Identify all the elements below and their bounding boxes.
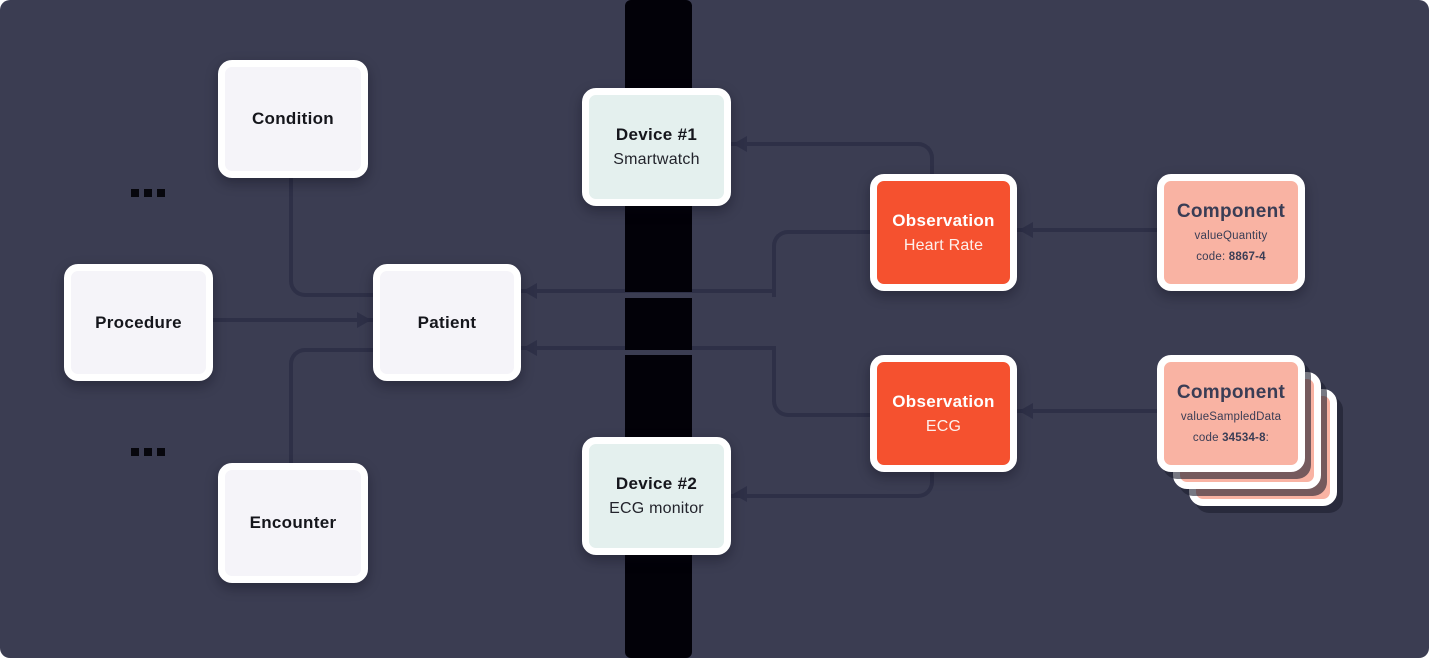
arrowhead-left-icon: [733, 136, 747, 152]
ellipsis-dot: [131, 448, 139, 456]
code-suffix: :: [1265, 431, 1270, 444]
connector-procedure-patient: [213, 318, 373, 322]
connector-observation-hr-component: [1017, 228, 1157, 232]
connector-patient-observation-ecg-elbow: [772, 348, 874, 417]
observation-ecg-title: Observation: [892, 391, 995, 411]
condition-node: Condition: [218, 60, 368, 178]
ellipsis-dot: [144, 448, 152, 456]
patient-node: Patient: [373, 264, 521, 381]
connector-patient-observation-hr-elbow: [772, 230, 874, 297]
ellipsis-dot: [157, 448, 165, 456]
condition-label: Condition: [251, 109, 334, 128]
device1-title: Device #1: [615, 125, 698, 144]
component-heart-rate-node: Component valueQuantity code: 8867-4: [1157, 174, 1305, 291]
arrowhead-left-icon: [1019, 403, 1033, 419]
observation-ecg-subtitle: ECG: [925, 417, 962, 435]
device2-node: Device #2 ECG monitor: [582, 437, 731, 555]
component-hr-value-type: valueQuantity: [1194, 229, 1268, 242]
ellipsis-icon: [131, 189, 165, 197]
arrowhead-left-icon: [523, 340, 537, 356]
patient-label: Patient: [417, 312, 477, 332]
arrowhead-left-icon: [733, 486, 747, 502]
arrowhead-right-icon: [357, 312, 371, 328]
connector-observation-ecg-component: [1017, 409, 1157, 413]
encounter-label: Encounter: [249, 513, 337, 532]
timeline-bar-segment: [625, 298, 692, 350]
encounter-node: Encounter: [218, 463, 368, 583]
device1-subtitle: Smartwatch: [613, 151, 700, 168]
observation-heart-rate-node: Observation Heart Rate: [870, 174, 1017, 291]
component-ecg-title: Component: [1176, 381, 1286, 403]
ellipsis-dot: [144, 189, 152, 197]
component-ecg-code-line: code 34534-8:: [1193, 430, 1269, 446]
device1-node: Device #1 Smartwatch: [582, 88, 731, 206]
procedure-node: Procedure: [64, 264, 213, 381]
connector-encounter-patient: [289, 348, 377, 467]
ellipsis-dot: [131, 189, 139, 197]
connector-condition-patient: [289, 178, 377, 297]
code-value: 8867-4: [1228, 250, 1266, 263]
observation-hr-title: Observation: [892, 210, 995, 230]
observation-hr-subtitle: Heart Rate: [903, 236, 984, 254]
observation-ecg-node: Observation ECG: [870, 355, 1017, 472]
code-prefix: code:: [1196, 250, 1229, 263]
procedure-label: Procedure: [95, 312, 182, 332]
device2-subtitle: ECG monitor: [609, 500, 704, 517]
connector-device1-observation-hr: [731, 142, 934, 178]
connector-device2-observation-ecg: [731, 472, 934, 498]
component-ecg-node: Component valueSampledData code 34534-8:: [1157, 355, 1305, 472]
component-ecg-value-type: valueSampledData: [1180, 410, 1282, 423]
ellipsis-dot: [157, 189, 165, 197]
component-hr-code-line: code: 8867-4: [1196, 249, 1266, 265]
device2-title: Device #2: [615, 474, 698, 493]
ellipsis-icon: [131, 448, 165, 456]
code-value: 34534-8: [1222, 431, 1266, 444]
arrowhead-left-icon: [523, 283, 537, 299]
arrowhead-left-icon: [1019, 222, 1033, 238]
component-hr-title: Component: [1176, 200, 1286, 222]
code-prefix: code: [1192, 431, 1223, 444]
